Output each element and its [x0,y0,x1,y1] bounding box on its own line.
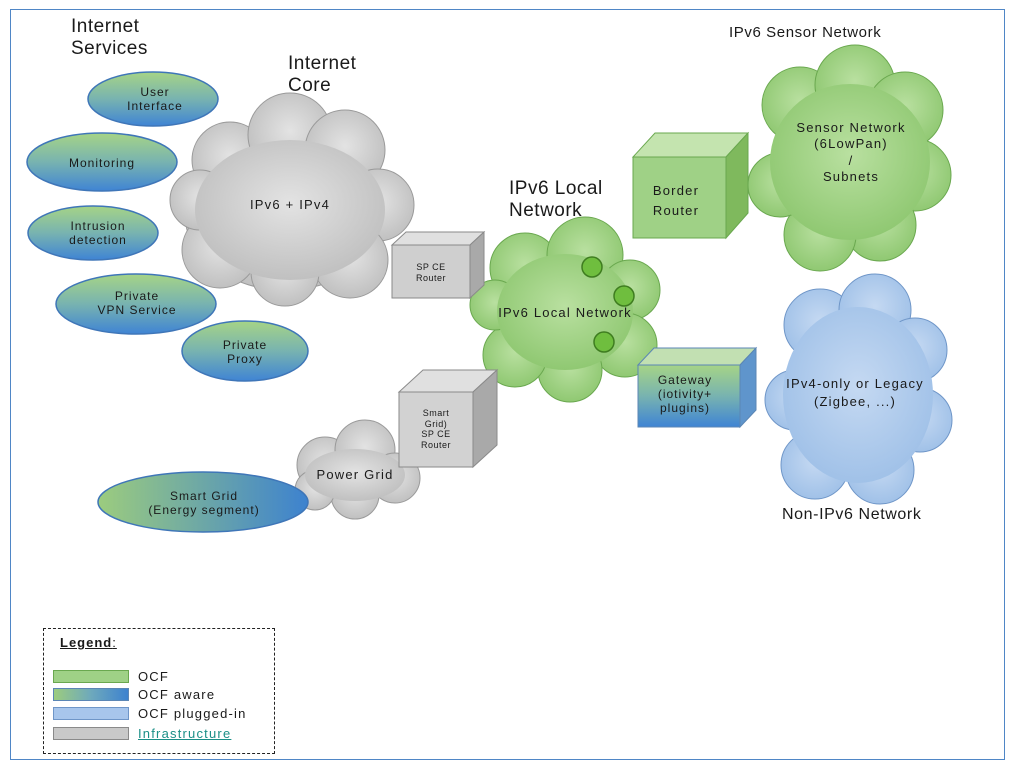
legend-swatch-ocf-plugged-in [53,707,129,720]
service-private-vpn [55,273,217,335]
legend-swatch-ocf-aware [53,688,129,701]
legend-label-ocf-aware: OCF aware [138,687,216,702]
local-network-label: IPv6 Local Network [498,305,632,320]
internet-core-label: IPv6 + IPv4 [249,197,331,212]
gateway-cube [636,346,758,429]
service-private-proxy [181,320,309,382]
legend-label-ocf: OCF [138,669,170,684]
legend-box: Legend: OCF OCF aware OCF plugged-in Inf… [43,628,275,754]
border-router-cube [631,131,750,240]
service-user-interface [87,71,219,127]
legacy-network-cloud [764,273,953,505]
service-monitoring [26,132,178,192]
service-monitoring-label: Monitoring [68,156,136,170]
gateway-label: Gateway(iotivity+plugins) [657,373,713,416]
legend-swatch-ocf [53,670,129,683]
non-ipv6-network-title: Non-IPv6 Network [782,506,922,523]
power-grid-label: Power Grid [316,467,394,482]
power-grid-cloud [294,419,421,520]
service-ellipses [26,71,309,533]
internet-core-cloud [169,92,415,307]
sensor-network-cloud [747,44,952,272]
legend-label-ocf-plugged-in: OCF plugged-in [138,706,247,721]
legacy-network-label: IPv4-only or Legacy(Zigbee, ...) [786,376,924,409]
sensor-network-title: IPv6 Sensor Network [729,24,882,41]
legend-title: Legend: [60,635,117,650]
smart-grid-router-cube [397,368,499,469]
service-intrusion-detection [27,205,159,261]
legend-swatch-infrastructure [53,727,129,740]
service-smart-grid-label: Smart Grid(Energy segment) [148,489,260,518]
diagram-frame [10,9,1005,760]
sensor-network-label: Sensor Network(6LowPan)/Subnets [796,120,906,184]
local-network-cloud [469,216,661,403]
sp-ce-router-cube [390,230,486,300]
service-smart-grid [97,471,309,533]
legend-label-infrastructure: Infrastructure [138,726,232,741]
